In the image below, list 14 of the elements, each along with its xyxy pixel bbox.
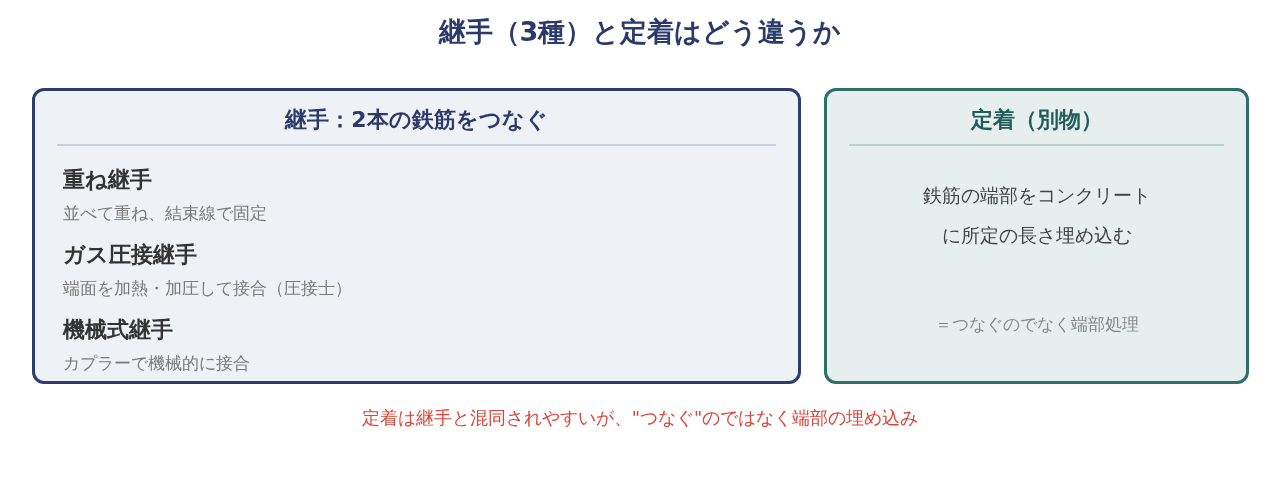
item-title: 重ね継手 (63, 166, 152, 194)
caption: 定着は継手と混同されやすいが、"つなぐ"のではなく端部の埋め込み (360, 406, 920, 430)
item-description: カプラーで機械的に接合 (63, 352, 250, 375)
item-title: 機械式継手 (63, 316, 173, 344)
section-heading: 継手：2本の鉄筋をつなぐ (283, 106, 549, 134)
note-text: ＝つなぐのでなく端部処理 (933, 313, 1140, 336)
item-description: 並べて重ね、結束線で固定 (63, 202, 267, 225)
card-panel (32, 88, 801, 384)
card-panel (824, 88, 1249, 384)
item-description: 端面を加熱・加圧して接合（圧接士） (63, 277, 352, 300)
description-text: 鉄筋の端部をコンクリートに所定の長さ埋め込む (921, 183, 1152, 248)
title: 継手（3種）と定着はどう違うか (437, 15, 843, 49)
section-heading: 定着（別物） (969, 106, 1104, 134)
item-title: ガス圧接継手 (63, 241, 197, 269)
